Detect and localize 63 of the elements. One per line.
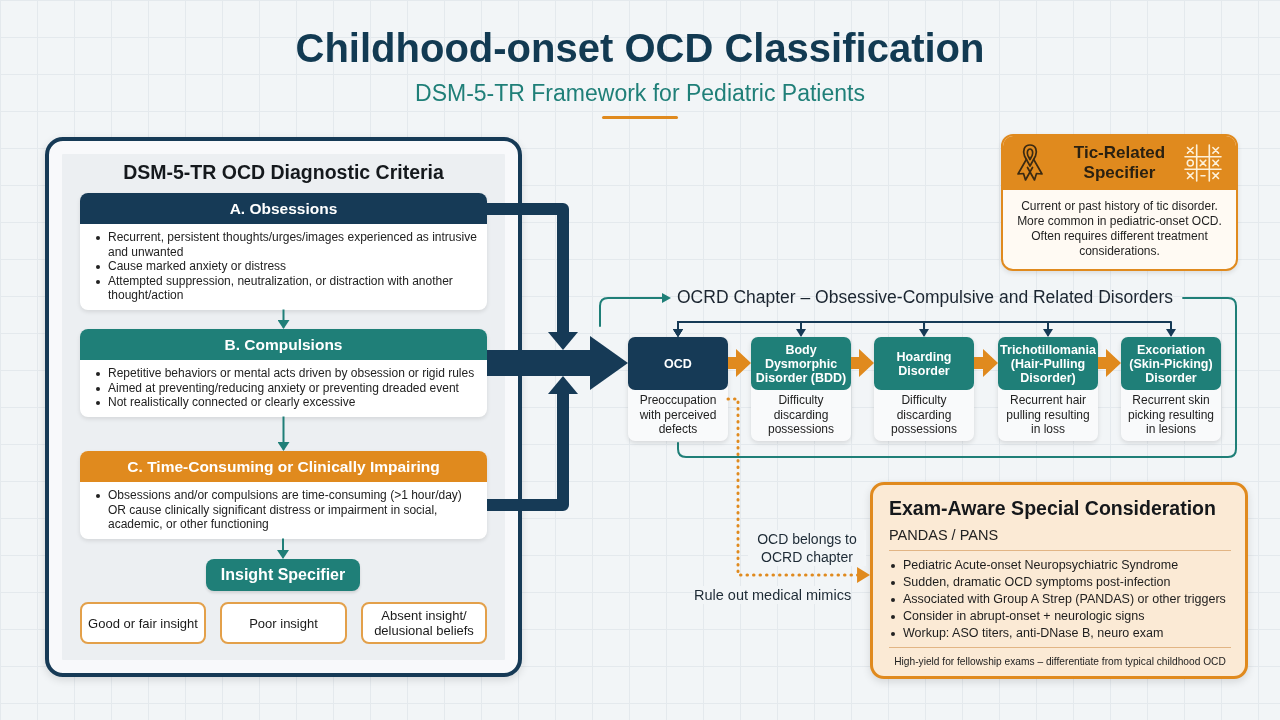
bullet-text: Pediatric Acute-onset Neuropsychiatric Syndrome: [889, 557, 1231, 574]
diagram-title: Childhood-onset OCD Classification: [295, 25, 985, 71]
disorder-card: [998, 337, 1098, 441]
card-heading: Exam-Aware Special Consideration: [889, 496, 1217, 520]
arrow: [277, 537, 289, 559]
bullet-text: Aimed at preventing/reducing anxiety or preventing dreaded event: [94, 380, 482, 395]
insight-option: Poor insight: [220, 602, 347, 644]
card-subheading: PANDAS / PANS: [889, 526, 1000, 545]
disorder-header: Hoarding Disorder: [874, 337, 974, 390]
description-text: Recurrent hair pulling resulting in loss: [1005, 393, 1091, 437]
description-text: Recurrent skin picking resulting in lesions: [1126, 393, 1215, 437]
bullet-text: Attempted suppression, neutralization, or distraction with another thought/action: [94, 273, 482, 303]
bullet-text: Recurrent, persistent thoughts/urges/images experienced as intrusive and unwanted: [94, 230, 482, 259]
disorder-card: [751, 337, 851, 441]
section-header: B. Compulsions: [80, 329, 487, 360]
bullet-text: Not realistically connected or clearly excessive: [94, 395, 482, 410]
bullet-text: Consider in abrupt-onset + neurologic signs: [889, 608, 1231, 625]
description-text: Difficulty discarding possessions: [889, 393, 958, 437]
block-arrow: [728, 349, 752, 377]
footnote-text: High-yield for fellowship exams – differentiate from typical childhood OCD: [893, 655, 1227, 668]
arrow: [673, 321, 1176, 337]
disorder-card: [874, 337, 974, 441]
card-title: Tic-Related Specifier: [1072, 143, 1167, 183]
bullet-text: Sudden, dramatic OCD symptoms post-infection: [889, 574, 1231, 591]
specifier-card: [1001, 134, 1238, 271]
block-arrow: [974, 349, 999, 377]
bullet-text: Workup: ASO titers, anti-DNase B, neuro exam: [889, 625, 1231, 642]
disorder-card: [1121, 337, 1221, 441]
criteria-panel: [45, 137, 522, 677]
block-arrow: [1098, 349, 1122, 377]
dotted-arrow: [726, 397, 871, 583]
bullet-text: Associated with Group A Strep (PANDAS) or other triggers: [889, 591, 1231, 608]
description-text: Difficulty discarding possessions: [766, 393, 835, 437]
disorder-card: [628, 337, 728, 441]
arrow: [277, 415, 290, 451]
criteria-card: [80, 451, 487, 539]
specifier-pill: Insight Specifier: [206, 559, 360, 591]
arrow: [487, 376, 578, 511]
bullet-text: Obsessions and/or compulsions are time-consuming (>1 hour/day) OR cause clinically significant distress or impairment in social, academic, or other functioning: [94, 488, 482, 532]
disorder-header: Trichotillomania (Hair-Pulling Disorder): [998, 337, 1098, 390]
arrow: [277, 308, 290, 329]
criteria-card: [80, 193, 487, 310]
subtitle-text: DSM-5-TR Framework for Pediatric Patients: [415, 79, 865, 107]
bullet-text: Cause marked anxiety or distress: [94, 259, 482, 274]
disorder-header: Body Dysmorphic Disorder (BDD): [751, 337, 851, 390]
block-arrow: [851, 349, 875, 377]
block-arrow: [487, 336, 628, 390]
description-text: Preoccupation with perceived defects: [638, 393, 718, 437]
insight-option: Good or fair insight: [80, 602, 206, 644]
disorder-header: Excoriation (Skin-Picking) Disorder: [1121, 337, 1221, 390]
disorder-header: OCD: [628, 337, 728, 390]
section-header: C. Time-Consuming or Clinically Impairing: [80, 451, 487, 482]
note-text: Rule out medical mimics: [694, 586, 852, 604]
arrow: [487, 203, 578, 350]
card-body-text: Current or past history of tic disorder. More common in pediatric-onset OCD. Often requires different treatment considerations.: [1016, 198, 1223, 260]
bullet-text: Repetitive behaviors or mental acts driven by obsession or rigid rules: [94, 366, 482, 381]
chapter-title: OCRD Chapter – Obsessive-Compulsive and Related Disorders: [677, 286, 1174, 308]
panel-heading: DSM-5-TR OCD Diagnostic Criteria: [123, 160, 444, 184]
criteria-card: [80, 329, 487, 417]
section-header: A. Obsessions: [80, 193, 487, 224]
insight-option: Absent insight/ delusional beliefs: [361, 602, 487, 644]
edge-label: OCD belongs to OCRD chapter: [748, 530, 866, 566]
consideration-card: [870, 482, 1248, 679]
